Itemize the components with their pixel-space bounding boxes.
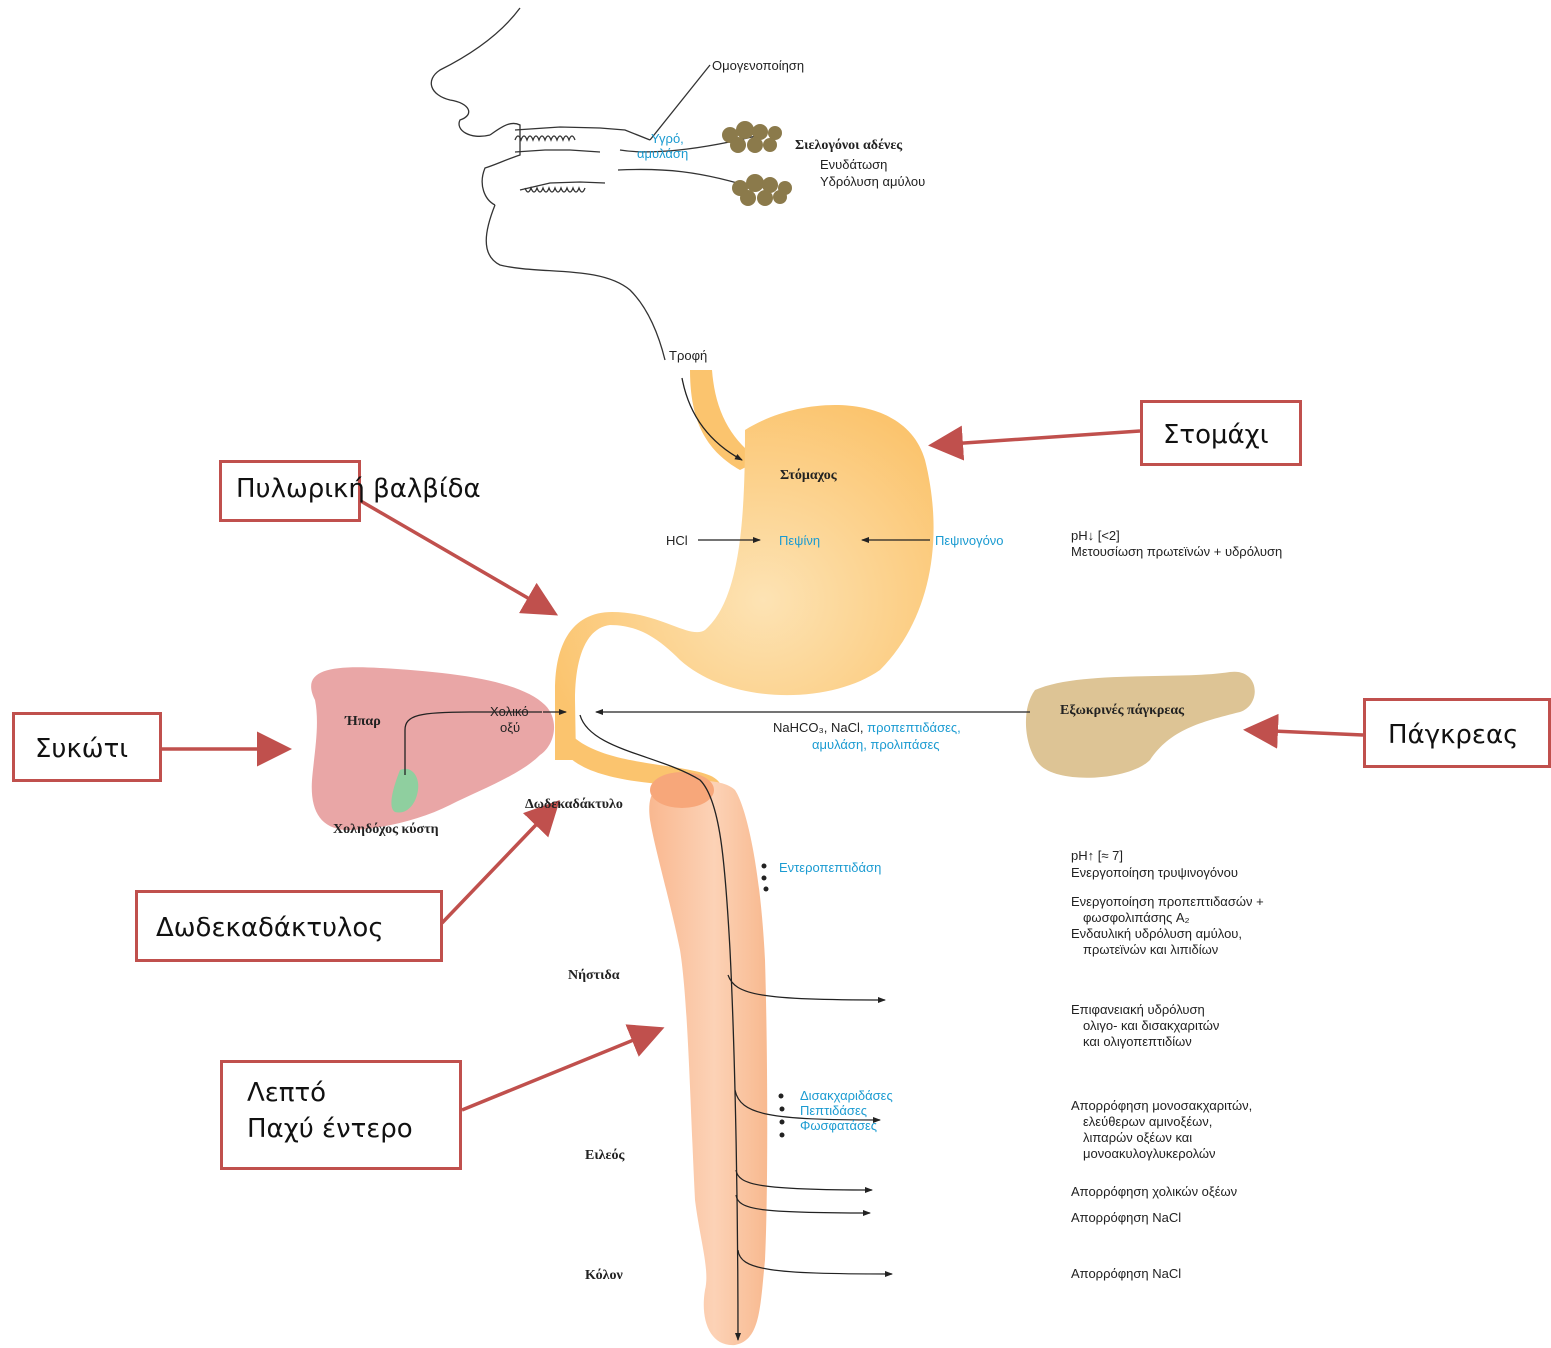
phosphatases-label: Φωσφατάσες [800,1118,877,1133]
peptidases-label: Πεπτιδάσες [800,1103,867,1118]
pancreas-shape [1026,672,1255,778]
salivary-glands-label: Σιελογόνοι αδένες [795,138,902,154]
absorption-label-4: μονοακυλογλυκερολών [1083,1146,1216,1161]
stomach-label: Στόμαχος [780,468,837,484]
callout-intestine-line-2: Παχύ έντερο [247,1111,459,1147]
pancreatic-secretions-2: αμυλάση, προλιπάσες [812,737,940,752]
pancreatic-secretions-1: NaHCO₃, NaCl, προπεπτιδάσες, [773,720,961,735]
duodenum-ring [650,772,714,808]
callout-pancreas: Πάγκρεας [1363,698,1551,768]
homogenization-label: Ομογενοποίηση [712,58,804,73]
ph-low-label: pH↓ [<2] [1071,528,1120,543]
callout-pyloric-valve: Πυλωρική βαλβίδα [236,474,481,504]
luminal-label-2: πρωτεϊνών και λιπιδίων [1083,942,1218,957]
ileum-label: Ειλεός [585,1148,624,1164]
amylase-label: αμυλάση [637,146,688,161]
ph-high-label: pH↑ [≈ 7] [1071,848,1123,863]
intestine-shape [649,781,767,1346]
pepsinogen-label: Πεψινογόνο [935,533,1004,548]
colon-label: Κόλον [585,1268,623,1284]
duodenum-label: Δωδεκαδάκτυλο [525,797,623,813]
disaccharidases-label: Δισακχαριδάσες [800,1088,893,1103]
gallbladder-label: Χοληδόχος κύστη [333,822,439,838]
callout-intestine: Λεπτό Παχύ έντερο [220,1060,462,1170]
salivary-glands [722,121,792,206]
luminal-label-1: Ενδαυλική υδρόλυση αμύλου, [1071,926,1242,941]
hydration-label: Ενυδάτωση [820,157,887,172]
denaturation-label: Μετουσίωση πρωτεϊνών + υδρόλυση [1071,544,1282,559]
fluid-label: Υγρό, [651,131,684,146]
starch-hydrolysis-label: Υδρόλυση αμύλου [820,174,925,189]
surface-label-1: Επιφανειακή υδρόλυση [1071,1002,1205,1017]
liver-label: Ήπαρ [345,714,381,730]
absorption-label-1: Απορρόφηση μονοσακχαριτών, [1071,1098,1252,1113]
callout-liver: Συκώτι [12,712,162,782]
jejunum-label: Νήστιδα [568,968,620,984]
hcl-label: HCl [666,533,688,548]
nacl-absorption-label-1: Απορρόφηση NaCl [1071,1210,1181,1225]
head-outline [431,8,760,360]
activation-label-1: Ενεργοποίηση προπεπτιδασών + [1071,894,1264,909]
callout-stomach: Στομάχι [1140,400,1302,466]
bile-acid-label-1: Χολικό [490,704,529,719]
nacl-absorption-label-2: Απορρόφηση NaCl [1071,1266,1181,1281]
trypsinogen-label: Ενεργοποίηση τρυψινογόνου [1071,865,1238,880]
liver-shape [311,667,554,830]
absorption-label-3: λιπαρών οξέων και [1083,1130,1192,1145]
pepsin-label: Πεψίνη [779,533,820,548]
activation-label-2: φωσφολιπάσης A₂ [1083,910,1190,925]
absorption-label-2: ελεύθερων αμινοξέων, [1083,1114,1212,1129]
surface-label-2: ολιγο- και δισακχαριτών [1083,1018,1219,1033]
bile-absorption-label: Απορρόφηση χολικών οξέων [1071,1184,1237,1199]
surface-label-3: και ολιγοπεπτιδίων [1083,1034,1192,1049]
food-label: Τροφή [669,348,707,363]
pancreas-label: Εξωκρινές πάγκρεας [1060,703,1184,719]
callout-duodenum: Δωδεκαδάκτυλος [135,890,443,962]
callout-intestine-line-1: Λεπτό [247,1075,459,1111]
bile-acid-label-2: οξύ [500,720,520,735]
enteropeptidase-label: Εντεροπεπτιδάση [779,860,881,875]
